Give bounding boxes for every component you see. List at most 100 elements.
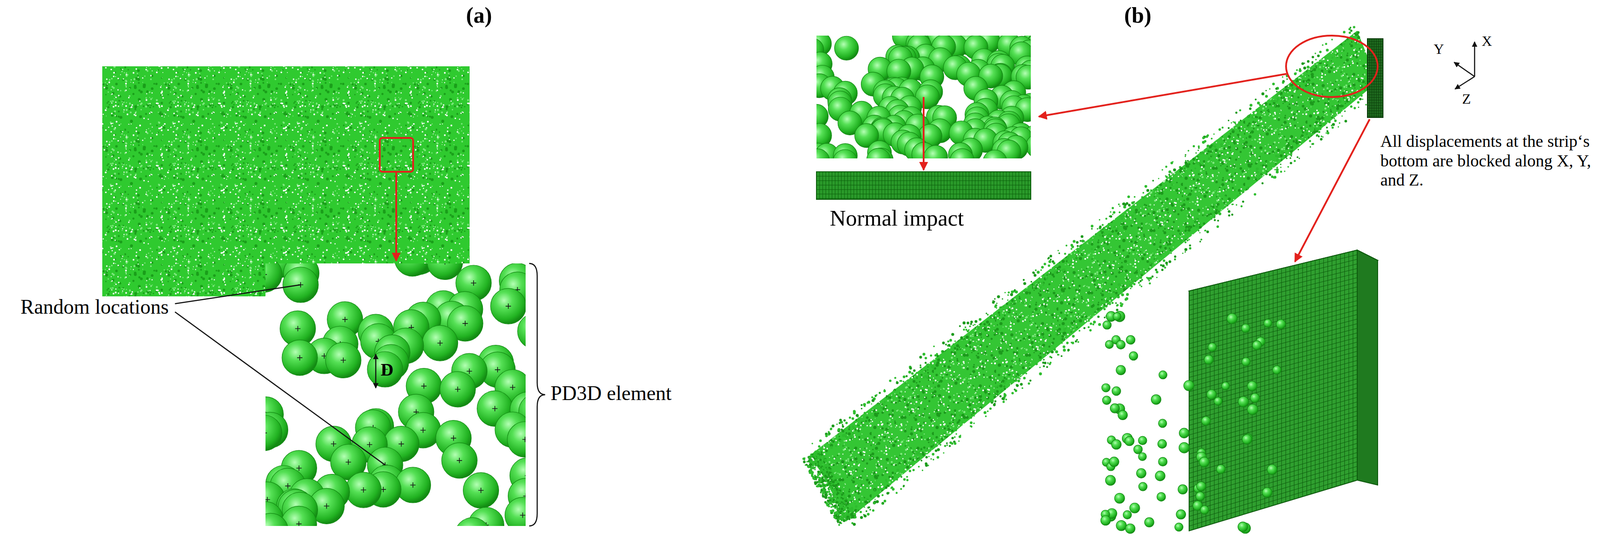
stream-particle	[1025, 372, 1028, 374]
stream-particle	[1235, 132, 1238, 135]
stream-particle	[1066, 257, 1069, 260]
stream-particle	[1145, 204, 1148, 207]
stream-particle	[1314, 127, 1318, 130]
stream-particle	[836, 423, 838, 425]
stream-particle	[1113, 226, 1115, 228]
stream-particle	[1171, 172, 1173, 174]
stream-particle	[1160, 191, 1164, 195]
stream-particle	[1237, 133, 1240, 137]
stream-particle	[811, 442, 813, 444]
stream-particle	[1087, 325, 1090, 329]
stream-particle	[960, 336, 963, 339]
stream-particle	[1023, 364, 1026, 366]
stream-particle	[820, 483, 824, 487]
stream-particle	[827, 433, 830, 436]
stream-particle	[841, 425, 845, 428]
stream-particle	[1283, 91, 1286, 93]
stream-particle	[884, 478, 888, 481]
stream-particle	[954, 340, 956, 342]
stream-particle	[1342, 43, 1346, 46]
stream-particle	[1049, 258, 1052, 261]
stream-particle	[1235, 204, 1238, 206]
stream-particle	[958, 440, 960, 442]
stream-particle	[908, 469, 912, 473]
stream-particle	[947, 340, 950, 343]
stream-particle	[934, 449, 938, 452]
stream-particle	[1027, 381, 1030, 385]
stream-particle	[940, 358, 944, 362]
stream-particle	[921, 469, 924, 471]
stream-particle	[840, 519, 843, 521]
stream-particle	[1338, 55, 1341, 57]
stream-particle	[915, 381, 917, 384]
stream-particle	[915, 451, 919, 455]
stream-particle	[847, 510, 850, 513]
stream-particle	[924, 449, 928, 452]
stream-particle	[989, 407, 992, 410]
stream-particle	[1266, 160, 1269, 163]
stream-particle	[832, 493, 835, 496]
stream-particle	[999, 380, 1001, 382]
stream-particle	[1014, 378, 1018, 382]
stream-particle	[940, 437, 944, 440]
stream-particle	[1060, 354, 1063, 357]
stream-particle	[944, 343, 947, 346]
stream-particle	[875, 413, 878, 416]
stream-particle	[1121, 293, 1125, 297]
stream-particle	[1285, 144, 1289, 148]
stream-particle	[1314, 63, 1316, 65]
stream-particle	[814, 468, 816, 471]
stream-particle	[1097, 228, 1099, 230]
particle	[439, 371, 476, 407]
stream-particle	[1358, 106, 1360, 109]
stream-particle	[1256, 179, 1258, 181]
stream-particle	[1100, 229, 1103, 231]
stream-particle	[844, 496, 846, 498]
stream-particle	[1257, 101, 1260, 105]
particle-sphere	[394, 263, 431, 277]
stream-particle	[1227, 209, 1231, 213]
stream-particle	[826, 498, 830, 502]
stream-particle	[857, 425, 860, 428]
stream-particle	[974, 331, 977, 334]
stream-particle	[1203, 213, 1207, 217]
stream-particle	[1070, 248, 1073, 250]
stream-particle	[1277, 91, 1281, 94]
stream-particle	[1140, 285, 1143, 288]
stream-particle	[1357, 100, 1360, 104]
stream-particle	[1143, 203, 1146, 206]
stream-particle	[1120, 222, 1123, 226]
stream-particle	[900, 487, 902, 490]
stream-particle	[1050, 356, 1053, 359]
stream-particle	[1103, 316, 1106, 318]
particle	[345, 471, 382, 508]
stream-particle	[952, 343, 955, 346]
stream-particle	[917, 458, 920, 460]
stream-particle	[916, 377, 918, 379]
stream-particle	[985, 320, 989, 324]
stream-particle	[1242, 200, 1245, 203]
stream-particle	[920, 459, 923, 462]
stream-particle	[1337, 125, 1339, 128]
stream-particle	[1196, 222, 1199, 226]
stream-particle	[918, 380, 921, 383]
stream-particle	[1338, 122, 1341, 125]
stream-particle	[993, 297, 996, 300]
stream-particle	[952, 421, 954, 423]
stream-particle	[1038, 372, 1042, 376]
stream-particle	[1139, 209, 1142, 212]
stream-particle	[975, 410, 978, 413]
stream-particle	[1067, 261, 1070, 264]
stream-particle	[1269, 88, 1271, 90]
stream-particle	[1296, 156, 1299, 158]
stream-particle	[1333, 105, 1336, 109]
stream-particle	[879, 488, 882, 491]
stream-particle	[912, 369, 916, 372]
stream-particle	[842, 518, 846, 522]
stream-particle	[1074, 258, 1078, 261]
stream-particle	[811, 453, 814, 456]
stream-particle	[1318, 130, 1321, 133]
stream-particle	[1189, 246, 1192, 250]
stream-particle	[1268, 173, 1271, 176]
stream-particle	[1055, 333, 1058, 336]
